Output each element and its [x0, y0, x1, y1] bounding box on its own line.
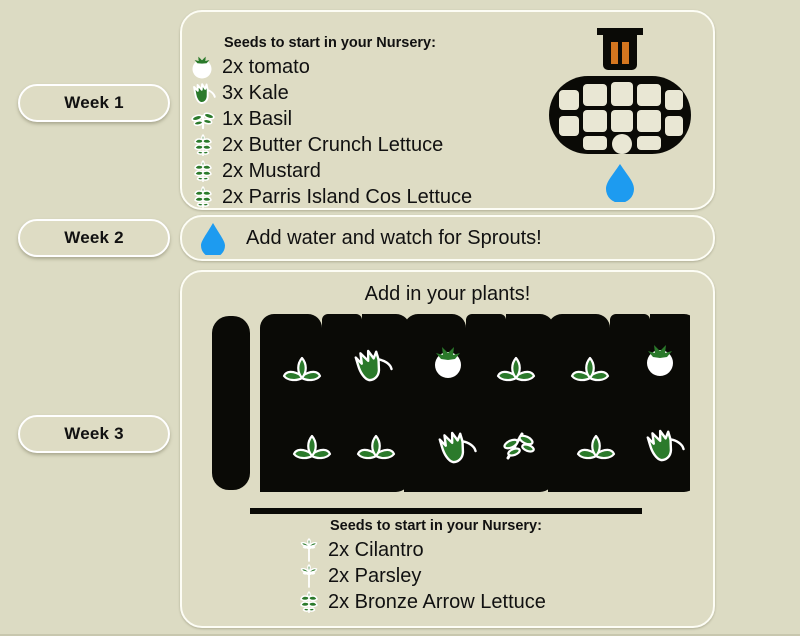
planter-2 [260, 314, 410, 520]
water-drop-icon [196, 221, 230, 255]
water-drop-icon [606, 164, 634, 203]
planter-row [212, 314, 698, 520]
kale-icon [186, 80, 220, 106]
nursery-tray-artwork [545, 24, 695, 203]
list-item: 2x tomato [182, 54, 713, 80]
week-3-seed-section: Seeds to start in your Nursery: [288, 517, 708, 615]
list-item-label: 3x Kale [222, 82, 289, 104]
list-item-label: 2x Bronze Arrow Lettuce [328, 591, 546, 613]
week-3-panel: Add in your plants! [180, 270, 715, 628]
week-label-3-text: Week 3 [64, 424, 124, 443]
list-item: 2x Parris Island Cos Lettuce [182, 184, 713, 210]
week-3-title: Add in your plants! [364, 283, 531, 305]
week-label-2: Week 2 [18, 219, 170, 257]
list-item: 3x Kale [182, 80, 713, 106]
nursery-tray-icon [549, 76, 691, 154]
week-2-panel: Add water and watch for Sprouts! [180, 215, 715, 261]
list-item: 2x Butter Crunch Lettuce [182, 132, 713, 158]
planter-4 [548, 314, 698, 520]
list-item-label: 2x Parris Island Cos Lettuce [222, 186, 473, 208]
cilantro-icon [292, 537, 326, 563]
basil-sprout-icon [186, 106, 220, 132]
week-1-panel: Seeds to start in your Nursery: 2x tomat… [180, 10, 715, 210]
list-item-label: 2x Mustard [222, 160, 321, 182]
list-item-label: 2x Butter Crunch Lettuce [222, 134, 444, 156]
list-item: 2x Cilantro [288, 537, 708, 563]
week-3-seed-list: 2x Cilantro 2x Parsley [288, 537, 708, 615]
week-label-2-text: Week 2 [64, 228, 124, 247]
nursery-heading: Seeds to start in your Nursery: [224, 35, 436, 51]
list-item: 2x Mustard [182, 158, 713, 184]
list-item: 2x Parsley [288, 563, 708, 589]
bottom-divider [0, 634, 800, 636]
lettuce-icon [186, 158, 220, 184]
list-item: 1x Basil [182, 106, 713, 132]
planter-3 [404, 314, 554, 520]
list-item-label: 2x tomato [222, 56, 310, 78]
section-divider [250, 508, 642, 514]
week-1-seed-section: Seeds to start in your Nursery: 2x tomat… [182, 34, 713, 210]
list-item-label: 2x Cilantro [328, 539, 424, 561]
seed-pot-icon [597, 28, 643, 70]
list-item: 2x Bronze Arrow Lettuce [288, 589, 708, 615]
week-label-3: Week 3 [18, 415, 170, 453]
lettuce-icon [292, 589, 326, 615]
week-2-text: Add water and watch for Sprouts! [246, 226, 542, 249]
week-label-1: Week 1 [18, 84, 170, 122]
planter-1 [212, 316, 250, 490]
nursery-heading: Seeds to start in your Nursery: [330, 518, 542, 534]
week-label-1-text: Week 1 [64, 93, 124, 112]
week-1-seed-list: 2x tomato 3x Kale [182, 54, 713, 210]
list-item-label: 1x Basil [222, 108, 293, 130]
parsley-icon [292, 563, 326, 589]
tomato-icon [186, 54, 220, 80]
list-item-label: 2x Parsley [328, 565, 422, 587]
lettuce-icon [186, 132, 220, 158]
lettuce-icon [186, 184, 220, 210]
